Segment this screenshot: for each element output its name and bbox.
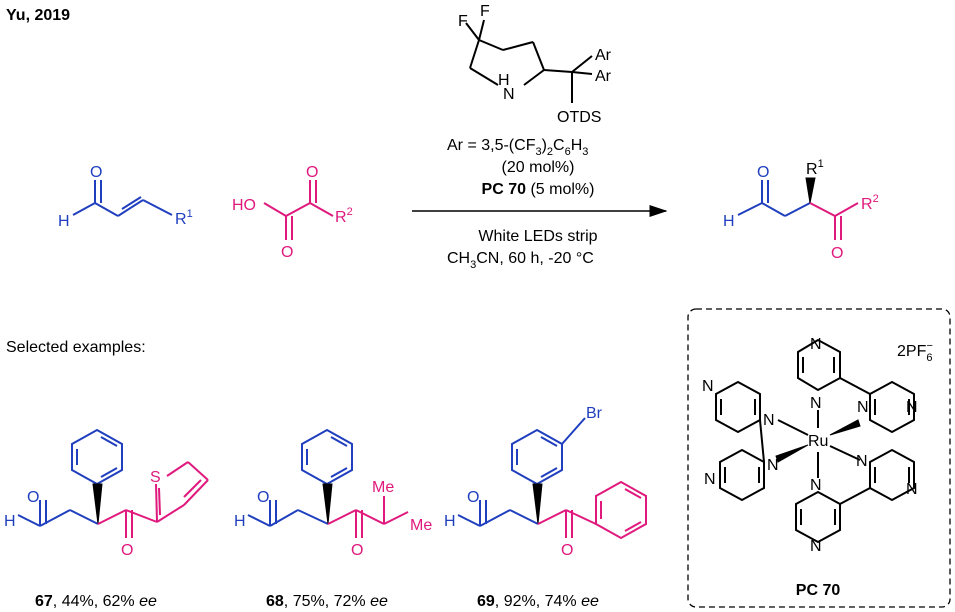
atom-br: Br	[586, 405, 603, 422]
atom-f: F	[458, 13, 468, 30]
scheme-title: Yu, 2019	[6, 7, 70, 24]
catalyst-box	[687, 308, 951, 608]
atom-s: S	[150, 469, 161, 486]
example-68-result: 68, 75%, 72% ee	[266, 593, 388, 610]
reaction-conditions: CH3CN, 60 h, -20 °C	[447, 250, 594, 271]
atom-o: O	[121, 542, 133, 559]
example-69-structure	[457, 417, 647, 540]
enal-structure	[72, 180, 173, 217]
atom-h: H	[723, 213, 735, 230]
group-me: Me	[410, 517, 432, 534]
example-69-result: 69, 92%, 74% ee	[477, 593, 599, 610]
catalyst-label: PC 70	[796, 582, 841, 599]
atom-n: N	[810, 538, 822, 555]
group-otds: OTDS	[557, 109, 601, 126]
examples-heading: Selected examples:	[6, 339, 146, 356]
atom-n: N	[810, 477, 822, 494]
atom-h: H	[444, 513, 456, 530]
substituent-r2: R2	[861, 193, 879, 213]
atom-ar: Ar	[595, 47, 612, 64]
atom-o: O	[351, 542, 363, 559]
atom-o: O	[257, 489, 269, 506]
substituent-r1: R1	[175, 208, 193, 228]
atom-h: H	[58, 213, 70, 230]
atom-n: N	[767, 457, 779, 474]
atom-o: O	[306, 164, 318, 181]
keto-acid-structure	[263, 180, 334, 240]
substituent-r2: R2	[335, 206, 353, 226]
atom-o: O	[831, 245, 843, 262]
atom-f: F	[480, 3, 490, 20]
atom-n: N	[704, 471, 716, 488]
group-me: Me	[372, 479, 394, 496]
atom-o: O	[757, 164, 769, 181]
organocatalyst-structure	[465, 19, 593, 103]
photocatalyst-line: PC 70 (5 mol%)	[482, 181, 595, 198]
catalyst-loading: (20 mol%)	[502, 159, 575, 176]
ar-definition: Ar = 3,5-(CF3)2C6H3	[447, 137, 588, 158]
atom-n: N	[763, 412, 775, 429]
atom-n: N	[857, 399, 869, 416]
atom-n: N	[810, 336, 822, 353]
ruthenium-complex-structure	[715, 338, 915, 544]
atom-h: H	[4, 513, 16, 530]
atom-o: O	[561, 542, 573, 559]
example-67-structure	[17, 428, 209, 538]
substituent-r1: R1	[806, 158, 824, 178]
atom-o: O	[27, 489, 39, 506]
atom-ru: Ru	[808, 433, 828, 450]
atom-o: O	[90, 164, 102, 181]
example-67-result: 67, 44%, 62% ee	[35, 593, 157, 610]
product-structure	[737, 177, 859, 240]
atom-o: O	[467, 489, 479, 506]
counterion-label: 2PF6−	[897, 340, 933, 364]
atom-n: N	[906, 481, 918, 498]
atom-h: H	[234, 513, 246, 530]
atom-n: N	[702, 378, 714, 395]
atom-n: N	[810, 395, 822, 412]
example-68-structure	[247, 428, 409, 538]
atom-h: H	[498, 72, 510, 89]
atom-n: N	[906, 399, 918, 416]
light-source: White LEDs strip	[478, 228, 597, 245]
atom-n: N	[503, 86, 515, 103]
atom-n: N	[856, 453, 868, 470]
atom-ar: Ar	[595, 68, 612, 85]
group-ho: HO	[232, 197, 256, 214]
atom-o: O	[281, 244, 293, 261]
